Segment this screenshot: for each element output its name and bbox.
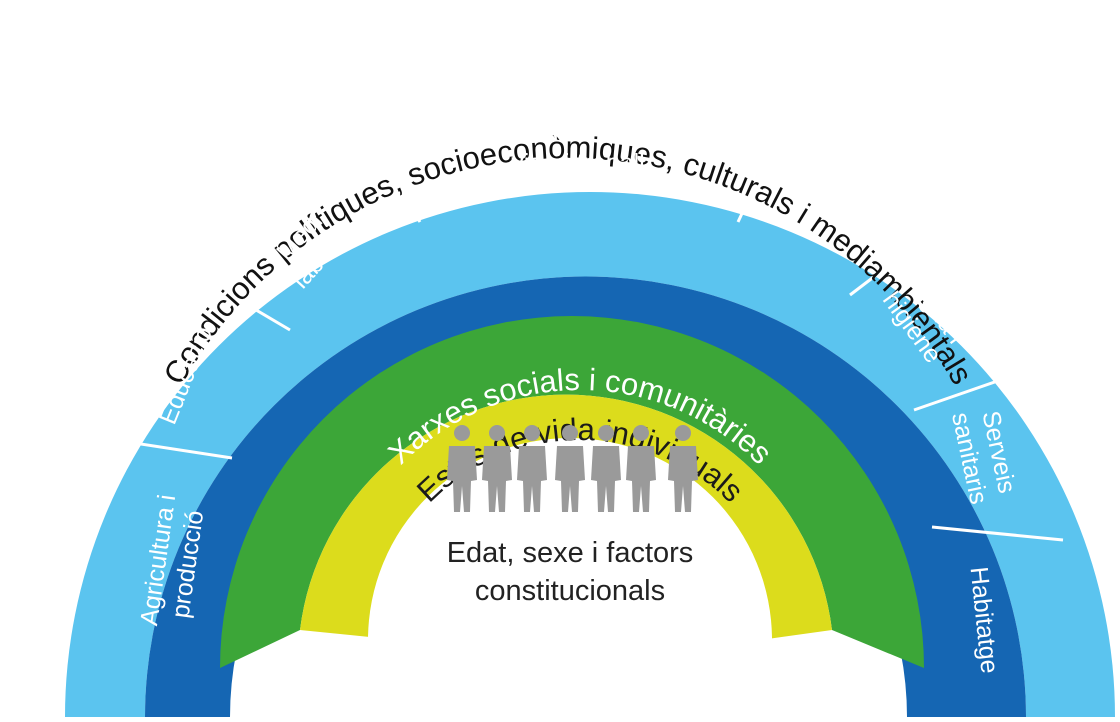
divider-atur-aigua — [849, 223, 943, 297]
core-line1: Edat, sexe i factors — [447, 537, 694, 569]
person-silhouette — [668, 425, 698, 512]
social-band — [220, 316, 924, 668]
sector-dividers — [101, 125, 1064, 542]
divider-edu-medi — [179, 263, 291, 332]
living-working-title-1: Condicions de — [499, 117, 657, 145]
arrow-left-icon — [405, 152, 453, 168]
outer-band — [65, 192, 1115, 717]
divider-serveis-habitatge — [931, 525, 1064, 542]
divider-aigua-serveis — [913, 366, 1036, 412]
people-group-icon — [447, 425, 698, 512]
person-silhouette — [555, 425, 585, 512]
arrow-right-icon — [701, 152, 748, 168]
person-silhouette — [591, 425, 621, 512]
person-silhouette — [482, 425, 512, 512]
person-silhouette — [517, 425, 547, 512]
core-line2: constitucionals — [475, 575, 665, 607]
person-silhouette — [447, 425, 477, 512]
divider-medi-cond — [358, 127, 422, 223]
person-silhouette — [626, 425, 656, 512]
divider-agri-edu — [101, 436, 233, 460]
divider-cond-atur — [736, 125, 785, 223]
living-working-title-2: vida i treball — [511, 149, 644, 177]
